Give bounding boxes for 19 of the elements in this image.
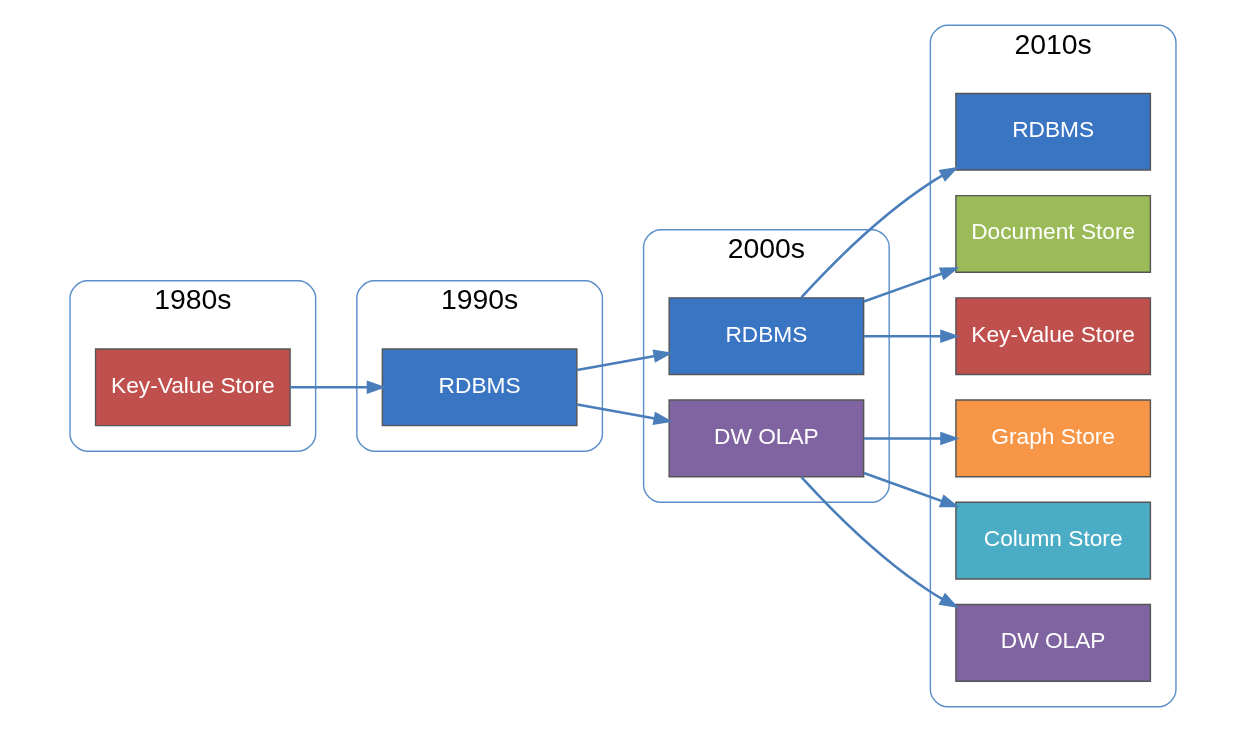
node-box: RDBMS xyxy=(381,348,578,427)
node-box: Document Store xyxy=(954,194,1151,273)
node-box: RDBMS xyxy=(954,92,1151,171)
node-box: Key-Value Store xyxy=(94,348,291,427)
arrow xyxy=(863,267,959,303)
arrow xyxy=(863,431,960,446)
arrow xyxy=(800,166,959,299)
arrow xyxy=(800,476,959,608)
node-box: Graph Store xyxy=(954,399,1151,478)
node-box: Key-Value Store xyxy=(954,297,1151,376)
arrow xyxy=(863,471,959,508)
node-box: Column Store xyxy=(954,501,1151,580)
arrow xyxy=(863,329,960,343)
node-box: DW OLAP xyxy=(954,603,1151,682)
arrow xyxy=(289,380,386,395)
arrow xyxy=(576,349,673,372)
node-box: RDBMS xyxy=(667,297,864,376)
node-box: DW OLAP xyxy=(667,399,864,478)
arrow xyxy=(576,403,673,426)
